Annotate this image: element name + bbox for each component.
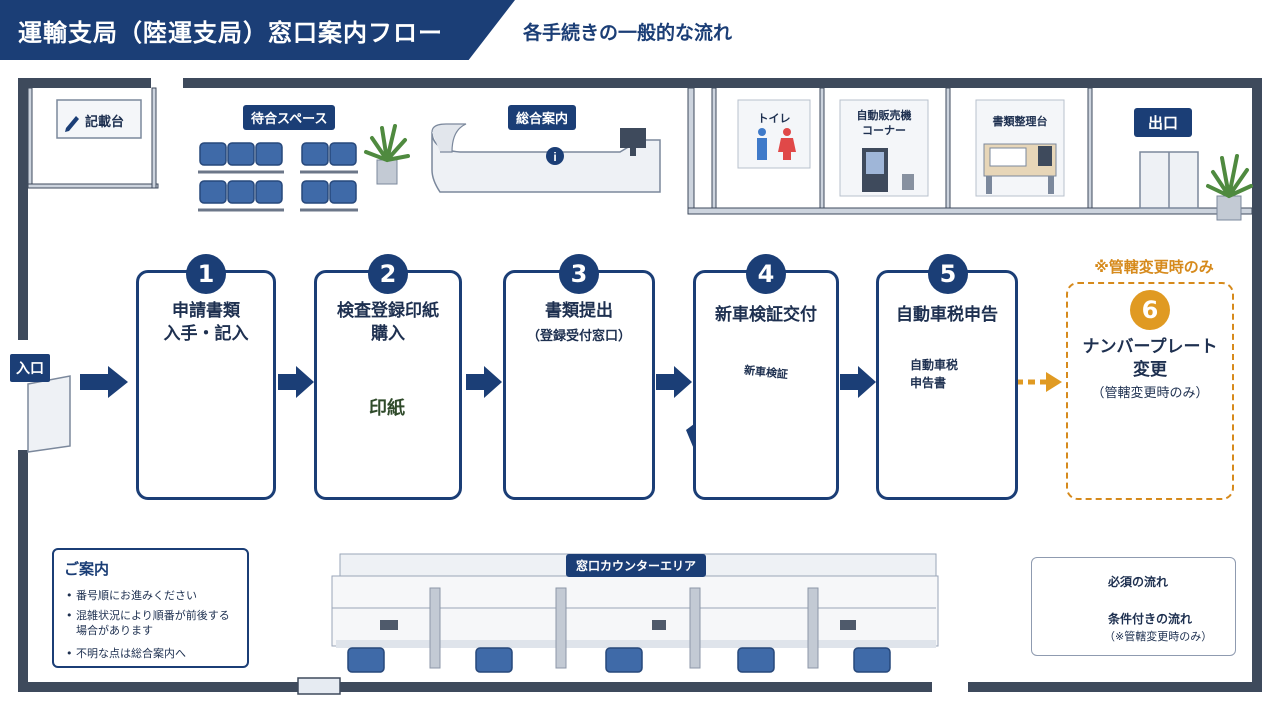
stamp-label: 印紙 xyxy=(369,398,405,419)
outer-wall xyxy=(18,78,1262,695)
step-4-title: 新車検証交付 xyxy=(715,305,817,325)
step-3-subtitle: （登録受付窓口） xyxy=(526,329,631,344)
exit-label: 出口 xyxy=(1134,108,1193,137)
guide-item-2-line2: 場合があります xyxy=(76,624,153,637)
guide-item-2-line1: 混雑状況により順番が前後する xyxy=(76,609,230,622)
counter-chairs xyxy=(347,647,891,673)
toilet-label: トイレ xyxy=(757,112,791,125)
step-6-title-line1: ナンバープレート xyxy=(1082,337,1218,357)
counter-area-drawing xyxy=(331,553,939,673)
legend-panel xyxy=(1031,557,1236,656)
guide-item-3-text: 不明な点は総合案内へ xyxy=(76,647,186,660)
step-1-title: 申請書類 入手・記入 xyxy=(136,300,276,346)
guide-item-2: • 混雑状況により順番が前後する 場合があります xyxy=(66,609,230,637)
step-1-title-line2: 入手・記入 xyxy=(163,324,249,344)
step-5-badge: 5 xyxy=(928,254,968,294)
writing-desk-label: 記載台 xyxy=(85,115,125,130)
step-2-title-line1: 検査登録印紙 xyxy=(337,301,439,321)
vending-label: 自動販売機 コーナー xyxy=(840,108,928,138)
waiting-space-label: 待合スペース xyxy=(243,105,336,130)
step-1-title-line1: 申請書類 xyxy=(172,301,240,321)
svg-text:i: i xyxy=(553,150,556,164)
page-title: 運輸支局（陸運支局）窓口案内フロー xyxy=(18,19,443,47)
info-desk-label: 総合案内 xyxy=(508,105,577,130)
yen-icon: ¥ xyxy=(964,434,980,459)
step-6-title-line2: 変更 xyxy=(1133,360,1167,380)
step-2-title: 検査登録印紙 購入 xyxy=(314,300,462,346)
counter-area-label: 窓口カウンターエリア xyxy=(566,554,707,577)
tax-form-label-line1: 自動車税 xyxy=(910,358,959,372)
guide-title: ご案内 xyxy=(64,560,110,578)
doc-table-label: 書類整理台 xyxy=(992,115,1048,128)
step-4-card xyxy=(693,270,839,500)
step-2-badge: 2 xyxy=(368,254,408,294)
step-2-card xyxy=(314,270,462,500)
reception-window-label: 登録受付 xyxy=(551,369,607,385)
step-2-title-line2: 購入 xyxy=(371,324,405,344)
step-3-card xyxy=(503,270,655,500)
vending-label-line2: コーナー xyxy=(862,124,906,137)
step-5-title: 自動車税申告 xyxy=(896,305,998,325)
legend-conditional: 条件付きの流れ xyxy=(1108,612,1193,626)
step-6-subtitle: （管轄変更時のみ） xyxy=(1091,386,1209,401)
step-1-card xyxy=(136,270,276,500)
step-1-badge: 1 xyxy=(186,254,226,294)
step-6-badge: 6 xyxy=(1130,290,1170,330)
page-subtitle: 各手続きの一般的な流れ xyxy=(523,22,733,44)
legend-required: 必須の流れ xyxy=(1108,575,1169,589)
title-banner xyxy=(0,0,515,60)
plant-icon xyxy=(364,124,410,185)
toilet-icon xyxy=(757,128,796,160)
guide-item-1: • 番号順にお進みください xyxy=(66,589,197,602)
step-3-badge: 3 xyxy=(559,254,599,294)
entrance-label: 入口 xyxy=(10,354,50,382)
tax-form-label: 自動車税 申告書 xyxy=(910,356,958,392)
legend-conditional-note: （※管轄変更時のみ） xyxy=(1104,630,1213,643)
step-3-title: 書類提出 xyxy=(545,301,613,321)
guide-item-1-text: 番号順にお進みください xyxy=(76,589,197,602)
waiting-chairs xyxy=(199,142,357,204)
flow-arrows xyxy=(80,366,876,398)
guide-panel: ご案内 • 番号順にお進みください • 混雑状況により順番が前後する 場合があり… xyxy=(52,548,249,668)
step-6-note: ※管轄変更時のみ xyxy=(1094,258,1214,276)
step-5-card xyxy=(876,270,1018,500)
tax-form-label-line2: 申告書 xyxy=(910,376,947,390)
step-4-badge: 4 xyxy=(746,254,786,294)
vending-label-line1: 自動販売機 xyxy=(856,109,912,122)
guide-item-3: • 不明な点は総合案内へ xyxy=(66,647,186,660)
plant-icon xyxy=(1206,154,1253,221)
step-6-title: ナンバープレート 変更 xyxy=(1066,336,1234,382)
